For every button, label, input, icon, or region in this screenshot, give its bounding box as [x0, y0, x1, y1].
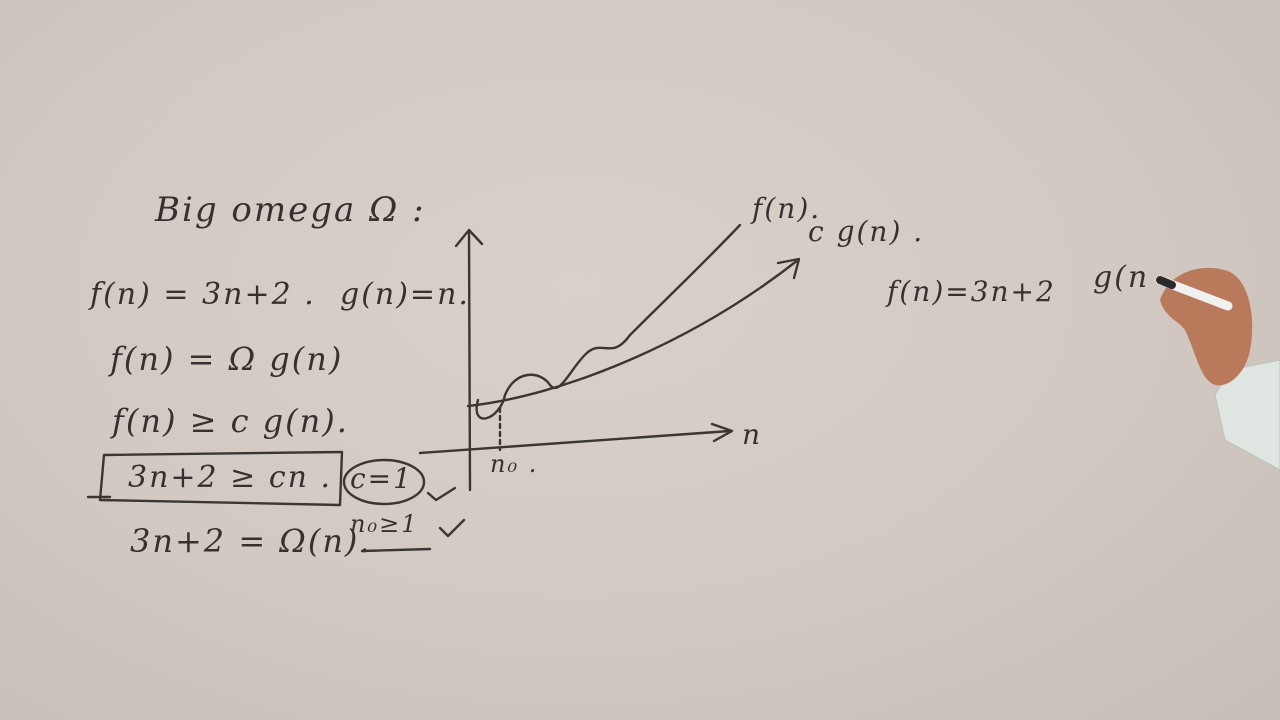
n0-label: n₀ . — [490, 450, 539, 478]
hand-icon — [1155, 267, 1280, 471]
y-axis — [467, 230, 472, 492]
x-axis — [418, 429, 732, 455]
curve-label-f: f(n). — [752, 192, 822, 225]
x-axis-label: n — [742, 418, 763, 451]
boxed-inequality: 3n+2 ≥ cn . — [128, 460, 333, 495]
x-axis-arrow — [710, 422, 734, 443]
inequality-box — [98, 450, 344, 507]
y-axis-arrow — [454, 228, 484, 248]
n0-condition: n₀≥1 — [350, 510, 419, 538]
check-mark — [426, 486, 457, 502]
curve-label-cg: c g(n) . — [808, 215, 925, 248]
n0-underline — [360, 547, 432, 553]
check-mark — [438, 518, 466, 538]
right-definition-f: f(n)=3n+2 — [887, 275, 1056, 308]
c-value: c=1 — [350, 462, 413, 495]
curve-cg — [466, 258, 800, 408]
curve-cg-arrow — [776, 257, 801, 280]
right-definition-g: g(n — [1093, 260, 1150, 295]
inequality-statement: f(n) ≥ c g(n). — [112, 402, 349, 440]
board-title: Big omega Ω : — [155, 190, 426, 230]
c-circle — [342, 458, 426, 506]
result-statement: 3n+2 = Ω(n). — [130, 522, 372, 560]
definition-f: f(n) = 3n+2 . — [90, 277, 316, 312]
definition-g: g(n)=n. — [340, 277, 470, 312]
omega-statement: f(n) = Ω g(n) — [110, 340, 344, 378]
curve-f — [475, 223, 742, 420]
